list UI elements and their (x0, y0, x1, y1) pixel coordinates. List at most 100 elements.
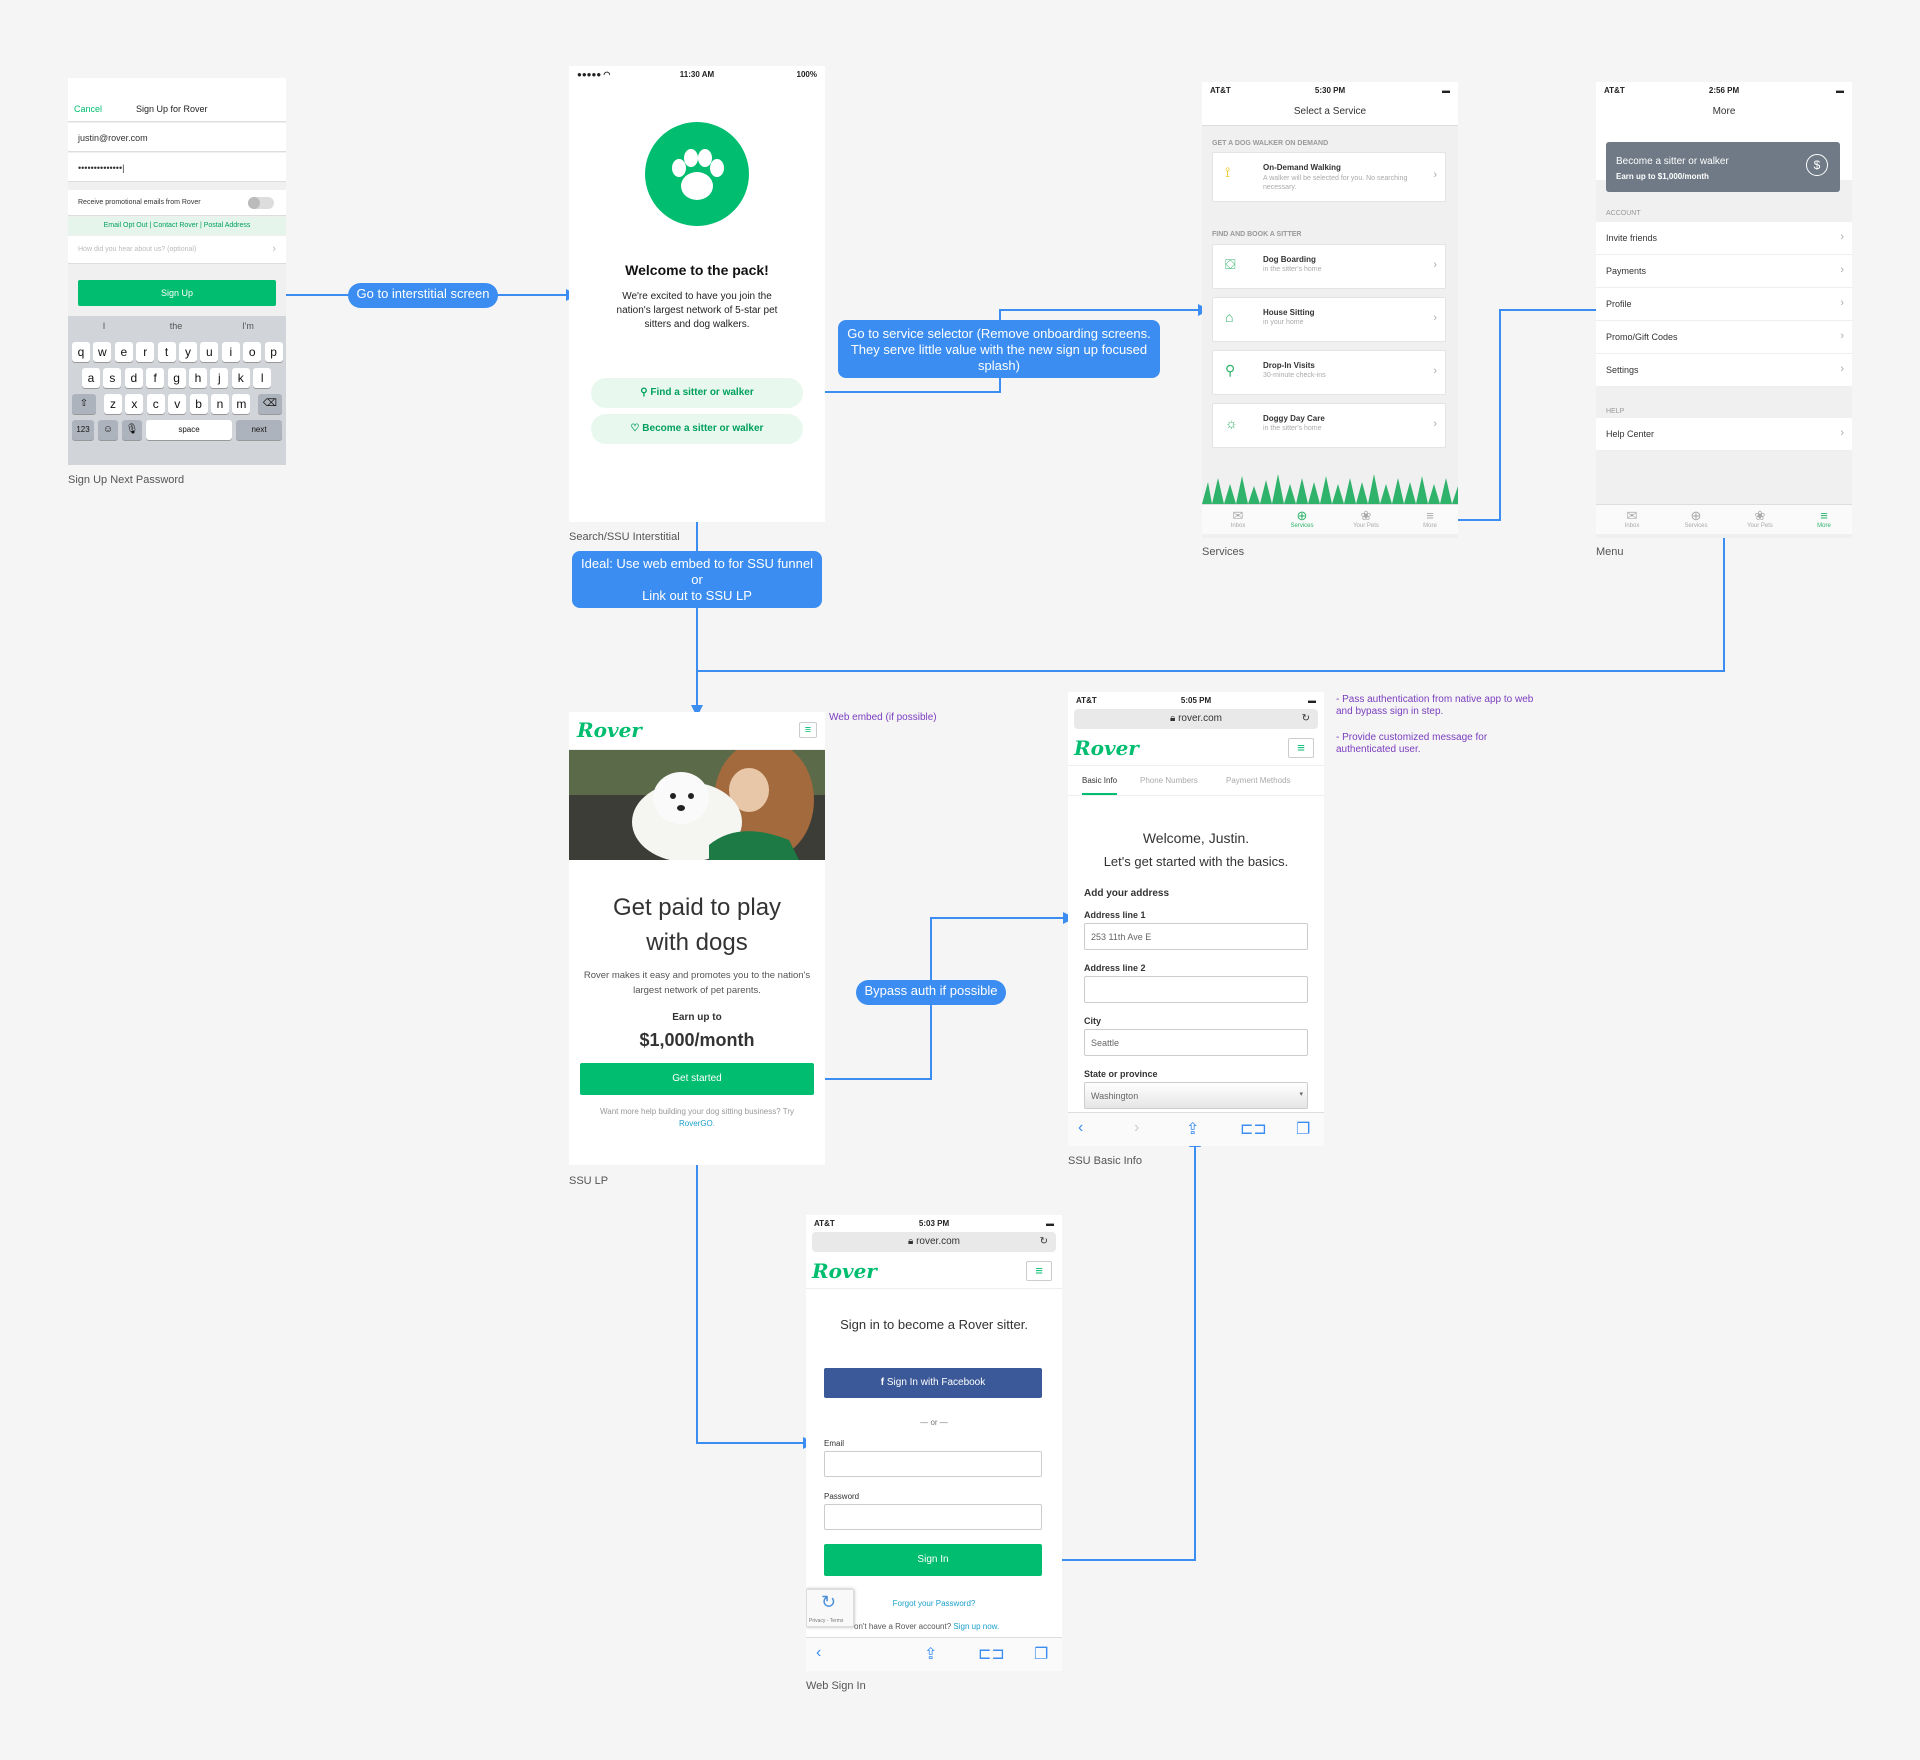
tab-more[interactable]: ≡More (1404, 505, 1456, 535)
key-y[interactable]: y (179, 342, 197, 362)
key-k[interactable]: k (231, 368, 250, 388)
menu-item[interactable]: Help Center› (1596, 418, 1852, 451)
back-icon[interactable]: ‹ (1078, 1119, 1084, 1136)
reload-icon[interactable]: ↻ (1301, 713, 1310, 724)
become-sitter-banner[interactable]: Become a sitter or walker Earn up to $1,… (1606, 142, 1840, 192)
menu-item[interactable]: Promo/Gift Codes› (1596, 321, 1852, 354)
email-field[interactable]: justin@rover.com (68, 123, 286, 152)
tabs-icon[interactable]: ❐ (1296, 1121, 1311, 1138)
addr1-field[interactable]: 253 11th Ave E (1084, 923, 1308, 950)
key-h[interactable]: h (189, 368, 207, 388)
footer-links[interactable]: Email Opt Out | Contact Rover | Postal A… (68, 217, 286, 235)
tab-inbox[interactable]: ✉Inbox (1606, 505, 1658, 535)
rovergo-link[interactable]: RoverGO (678, 1119, 713, 1128)
key-n[interactable]: n (211, 394, 229, 414)
key-o[interactable]: o (243, 342, 262, 362)
key-m[interactable]: m (232, 394, 251, 414)
password-field[interactable]: ••••••••••••••| (68, 153, 286, 182)
signup-button[interactable]: Sign Up (78, 280, 276, 306)
ondemand-walking-card[interactable]: ⟟ On-Demand Walking A walker will be sel… (1212, 152, 1446, 202)
key-z[interactable]: z (104, 394, 122, 414)
key-w[interactable]: w (93, 342, 112, 362)
key-f[interactable]: f (146, 368, 165, 388)
key-d[interactable]: d (124, 368, 143, 388)
tab-your-pets[interactable]: ❀Your Pets (1340, 505, 1392, 535)
key-s[interactable]: s (103, 368, 122, 388)
key-x[interactable]: x (125, 394, 144, 414)
menu-item[interactable]: Invite friends› (1596, 222, 1852, 255)
url-bar[interactable]: 🔒︎ rover.com↻ (812, 1232, 1056, 1252)
facebook-button[interactable]: f Sign In with Facebook (824, 1368, 1042, 1398)
next-key[interactable]: next (236, 420, 282, 440)
city-field[interactable]: Seattle (1084, 1029, 1308, 1056)
bookmarks-icon[interactable]: ⊏⊐ (978, 1646, 1005, 1663)
addr2-field[interactable] (1084, 976, 1308, 1003)
recaptcha-badge[interactable]: ↻ Privacy - Terms (806, 1589, 854, 1627)
password-input[interactable] (824, 1504, 1042, 1530)
key-i[interactable]: i (221, 342, 240, 362)
key-b[interactable]: b (189, 394, 208, 414)
cancel-button[interactable]: Cancel (74, 104, 103, 114)
signup-link[interactable]: Sign up now. (953, 1622, 1000, 1631)
tab-payment-methods[interactable]: Payment Methods (1226, 776, 1291, 785)
key-p[interactable]: p (264, 342, 283, 362)
numbers-key[interactable]: 123 (72, 420, 94, 440)
keyboard-suggestion[interactable]: the (169, 321, 183, 331)
address-section: Add your address (1084, 888, 1170, 899)
reload-icon[interactable]: ↻ (1039, 1236, 1048, 1247)
tab-more[interactable]: ≡More (1798, 505, 1850, 535)
tab-services[interactable]: ⊕Services (1276, 505, 1328, 535)
keyboard-suggestion[interactable]: I'm (242, 321, 254, 331)
key-a[interactable]: a (82, 368, 100, 388)
key-v[interactable]: v (168, 394, 187, 414)
tab-your-pets[interactable]: ❀Your Pets (1734, 505, 1786, 535)
menu-item[interactable]: Settings› (1596, 354, 1852, 387)
tabs-icon[interactable]: ❐ (1034, 1646, 1049, 1663)
hamburger-icon[interactable]: ≡ (799, 722, 817, 738)
key-r[interactable]: r (136, 342, 155, 362)
email-input[interactable] (824, 1451, 1042, 1477)
forgot-password-link[interactable]: Forgot your Password? (892, 1599, 976, 1608)
back-icon[interactable]: ‹ (816, 1644, 822, 1661)
microphone-key[interactable]: 🎙︎ (122, 420, 142, 440)
tab-services[interactable]: ⊕Services (1670, 505, 1722, 535)
share-icon[interactable]: ⇪ (1186, 1121, 1200, 1138)
get-started-button[interactable]: Get started (580, 1063, 814, 1095)
space-key[interactable]: space (146, 420, 232, 440)
signin-button[interactable]: Sign In (824, 1544, 1042, 1576)
key-q[interactable]: q (72, 342, 90, 362)
find-sitter-button[interactable]: ⚲ Find a sitter or walker (591, 378, 803, 408)
tab-basic-info[interactable]: Basic Info (1082, 776, 1118, 795)
become-sitter-button[interactable]: ♡ Become a sitter or walker (591, 414, 803, 444)
hamburger-icon[interactable]: ≡ (1288, 738, 1314, 758)
menu-item[interactable]: Payments› (1596, 255, 1852, 288)
emoji-key[interactable]: ☺ (98, 420, 118, 440)
hamburger-icon[interactable]: ≡ (1026, 1261, 1052, 1281)
key-l[interactable]: l (253, 368, 272, 388)
forward-icon[interactable]: › (1134, 1119, 1140, 1136)
key-t[interactable]: t (157, 342, 176, 362)
status-time: 5:05 PM (1180, 696, 1212, 705)
url-bar[interactable]: 🔒︎ rover.com↻ (1074, 709, 1318, 729)
state-select[interactable]: Washington▾ (1084, 1082, 1308, 1109)
delete-key[interactable]: ⌫ (258, 394, 282, 414)
key-j[interactable]: j (210, 368, 229, 388)
key-g[interactable]: g (167, 368, 186, 388)
tab-inbox[interactable]: ✉Inbox (1212, 505, 1264, 535)
menu-item[interactable]: Profile› (1596, 288, 1852, 321)
hear-about-field[interactable]: How did you hear about us? (optional) (78, 246, 197, 253)
promo-toggle[interactable] (248, 197, 274, 209)
bookmarks-icon[interactable]: ⊏⊐ (1240, 1121, 1267, 1138)
shift-key[interactable]: ⇧ (72, 394, 96, 414)
share-icon[interactable]: ⇪ (924, 1646, 938, 1663)
key-u[interactable]: u (200, 342, 219, 362)
keyboard-suggestion[interactable]: I (102, 321, 106, 331)
key-e[interactable]: e (114, 342, 133, 362)
key-c[interactable]: c (146, 394, 165, 414)
tab-phone-numbers[interactable]: Phone Numbers (1140, 776, 1198, 785)
